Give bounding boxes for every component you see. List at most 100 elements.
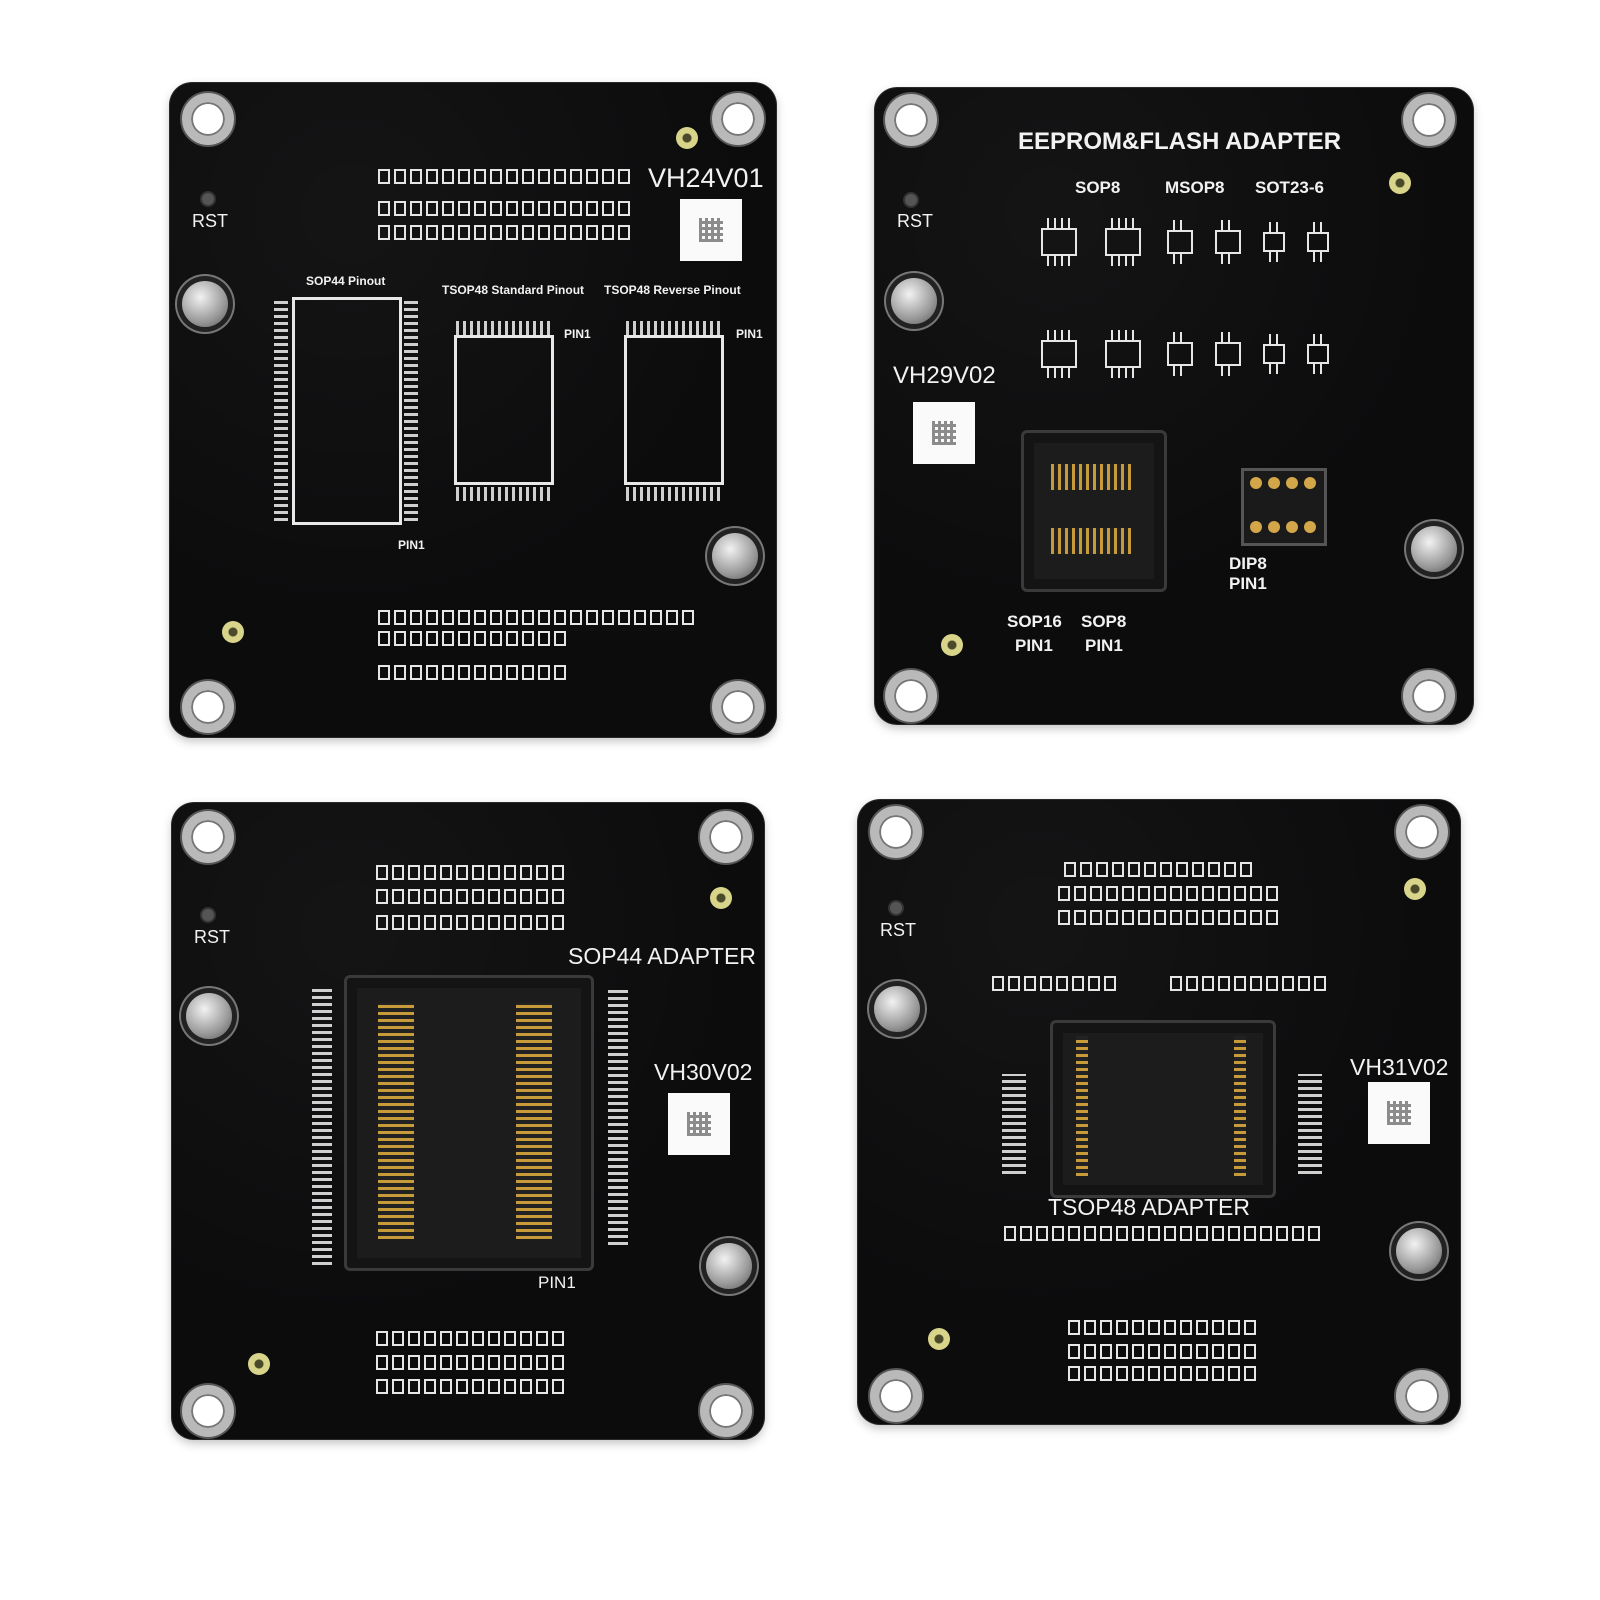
- qr-code: [1368, 1082, 1430, 1144]
- rst-led: [890, 902, 902, 914]
- test-pad: [222, 621, 244, 643]
- spring-pin: [1411, 526, 1457, 572]
- rst-led: [202, 193, 214, 205]
- pad-row: [1064, 862, 1252, 877]
- pad-row: [376, 1355, 564, 1370]
- mount-hole: [700, 1385, 752, 1437]
- pad-row: [378, 665, 566, 680]
- sop16-socket: [1021, 430, 1167, 592]
- rst-label: RST: [897, 211, 933, 231]
- msop8-footprint: [1215, 332, 1241, 376]
- pad-row: [378, 201, 630, 216]
- spring-pin: [186, 993, 232, 1039]
- rst-label: RST: [192, 211, 228, 231]
- sop44-pinout-label: SOP44 Pinout: [306, 274, 386, 288]
- test-pad: [928, 1328, 950, 1350]
- pad-row: [1058, 886, 1278, 901]
- board-code: VH31V02: [1350, 1054, 1449, 1080]
- mount-hole: [712, 93, 764, 145]
- test-pad: [1389, 172, 1411, 194]
- pin1-label: PIN1: [538, 1273, 576, 1292]
- pad-row: [376, 889, 564, 904]
- socket-pins: [1051, 528, 1131, 554]
- tsop-rev-pins-top: [626, 321, 722, 335]
- qr-code: [913, 402, 975, 464]
- test-pad: [710, 887, 732, 909]
- rst-label: RST: [194, 927, 230, 947]
- socket-pins-right: [1234, 1036, 1246, 1176]
- sop16-label: SOP16: [1007, 612, 1062, 631]
- test-pad: [1404, 878, 1426, 900]
- sot23-label: SOT23-6: [1255, 178, 1324, 197]
- pad-row: [992, 976, 1116, 991]
- dip8-pin1-label: PIN1: [1229, 574, 1267, 593]
- qr-code: [680, 199, 742, 261]
- sot23-footprint: [1263, 222, 1285, 262]
- spring-pin: [712, 533, 758, 579]
- spring-pin: [1396, 1228, 1442, 1274]
- pad-row: [376, 1331, 564, 1346]
- pad-row: [376, 1379, 564, 1394]
- spring-pin: [891, 278, 937, 324]
- board-code: VH30V02: [654, 1059, 753, 1085]
- msop8-footprint: [1167, 220, 1193, 264]
- sop8-footprint: [1041, 330, 1077, 378]
- qr-code: [668, 1093, 730, 1155]
- tsop-std-pins-bottom: [456, 487, 552, 501]
- dip8-socket: [1241, 468, 1327, 546]
- header-pins-left: [312, 989, 332, 1265]
- sop44-outline: [292, 297, 402, 525]
- tsop-rev-pins-bottom: [626, 487, 722, 501]
- board-code: VH29V02: [893, 362, 996, 389]
- sot23-footprint: [1307, 334, 1329, 374]
- socket-pins-left: [1076, 1036, 1088, 1176]
- spring-pin: [182, 281, 228, 327]
- header-pins-left: [1002, 1074, 1026, 1174]
- mount-hole: [1396, 806, 1448, 858]
- mount-hole: [712, 681, 764, 733]
- pad-row: [378, 169, 630, 184]
- sop44-pins-left: [274, 301, 288, 521]
- mount-hole: [182, 681, 234, 733]
- pad-row: [1058, 910, 1278, 925]
- mount-hole: [870, 806, 922, 858]
- dip8-label: DIP8: [1229, 554, 1267, 573]
- mount-hole: [182, 93, 234, 145]
- adapter-title: TSOP48 ADAPTER: [1048, 1194, 1250, 1220]
- mount-hole: [182, 811, 234, 863]
- msop8-footprint: [1167, 332, 1193, 376]
- spring-pin: [874, 986, 920, 1032]
- sop8-label: SOP8: [1075, 178, 1121, 197]
- rst-led: [202, 909, 214, 921]
- pad-row: [1068, 1366, 1256, 1381]
- mount-hole: [870, 1370, 922, 1422]
- pad-row: [378, 631, 566, 646]
- pad-row: [1170, 976, 1326, 991]
- board-vh31v02: RST VH31V02 TSOP48 ADAPTER: [858, 800, 1460, 1424]
- test-pad: [941, 634, 963, 656]
- board-code: VH24V01: [648, 163, 764, 193]
- rst-led: [905, 194, 917, 206]
- pad-row: [378, 225, 630, 240]
- pin1-label: PIN1: [398, 538, 425, 552]
- socket-pins-right: [516, 1003, 552, 1239]
- tsop-std-pins-top: [456, 321, 552, 335]
- pad-row: [1004, 1226, 1320, 1241]
- sop8-footprint: [1105, 330, 1141, 378]
- socket-pins: [1051, 464, 1131, 490]
- mount-hole: [1396, 1370, 1448, 1422]
- sop8-footprint: [1105, 218, 1141, 266]
- adapter-title: SOP44 ADAPTER: [568, 943, 756, 969]
- sop8-socket-pin1-label: PIN1: [1085, 636, 1123, 655]
- pad-row: [1068, 1320, 1256, 1335]
- test-pad: [248, 1353, 270, 1375]
- sot23-footprint: [1263, 334, 1285, 374]
- sop8-footprint: [1041, 218, 1077, 266]
- mount-hole: [182, 1385, 234, 1437]
- msop8-label: MSOP8: [1165, 178, 1225, 197]
- rst-label: RST: [880, 920, 916, 940]
- sop44-pins-right: [404, 301, 418, 521]
- pin1-label: PIN1: [564, 327, 591, 341]
- board-vh24v01: RST VH24V01 SOP44 Pinout TSOP48 Standard…: [170, 83, 776, 737]
- pad-row: [1068, 1344, 1256, 1359]
